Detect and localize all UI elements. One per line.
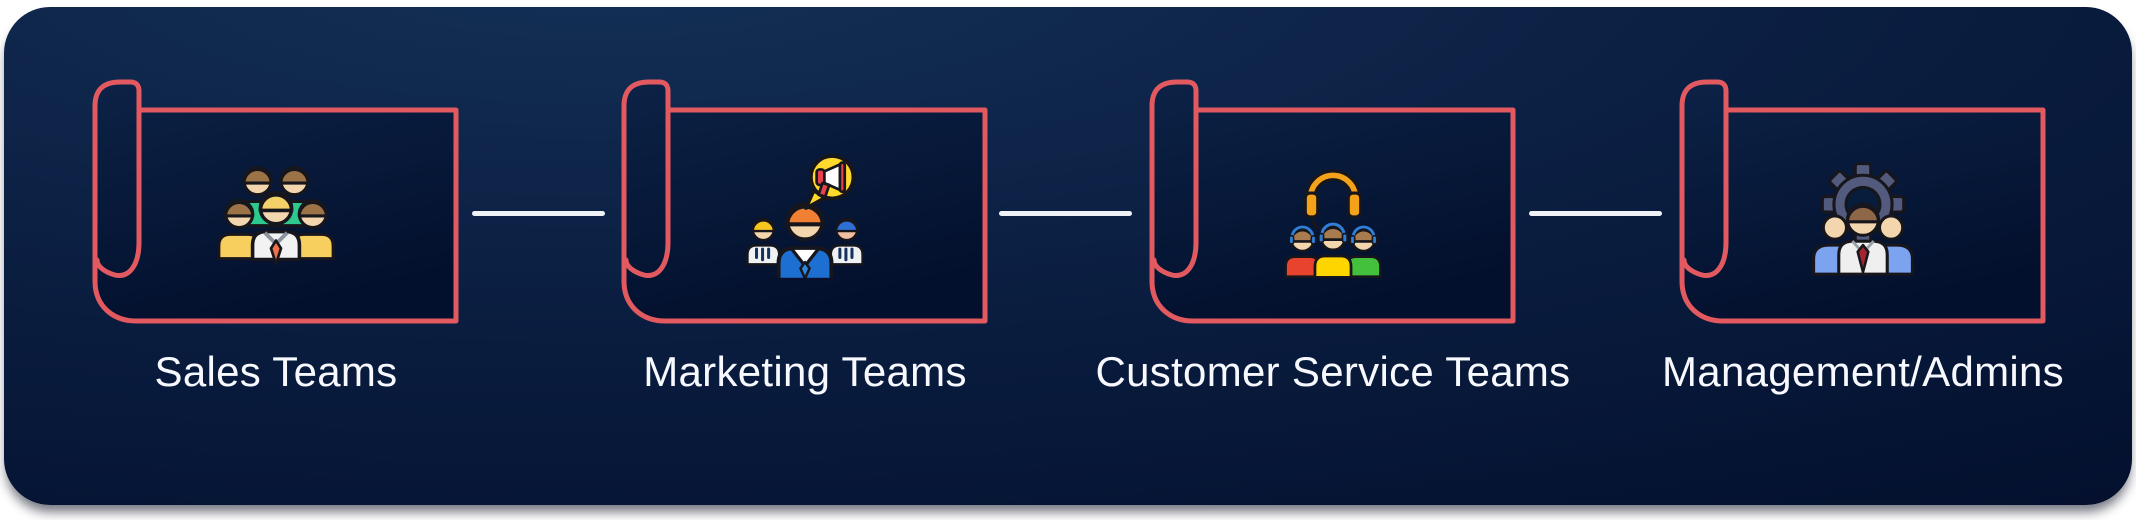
diagram-node-management xyxy=(1679,79,2047,325)
diagram-background-card: Sales Teams xyxy=(4,7,2132,505)
node-label-marketing: Marketing Teams xyxy=(643,348,967,395)
connector-line xyxy=(1529,211,1662,216)
connector-line xyxy=(472,211,605,216)
node-label-management: Management/Admins xyxy=(1662,348,2064,395)
management-admins-icon xyxy=(1812,162,1914,276)
marketing-teams-icon xyxy=(746,153,864,278)
customer-service-teams-icon xyxy=(1284,169,1382,278)
diagram-node-customer-service xyxy=(1149,79,1517,325)
diagram-node-marketing xyxy=(621,79,989,325)
sales-teams-icon xyxy=(217,165,335,266)
connector-line xyxy=(999,211,1132,216)
node-label-sales: Sales Teams xyxy=(154,348,398,395)
diagram-node-sales xyxy=(92,79,460,325)
node-label-customer-service: Customer Service Teams xyxy=(1095,348,1571,395)
